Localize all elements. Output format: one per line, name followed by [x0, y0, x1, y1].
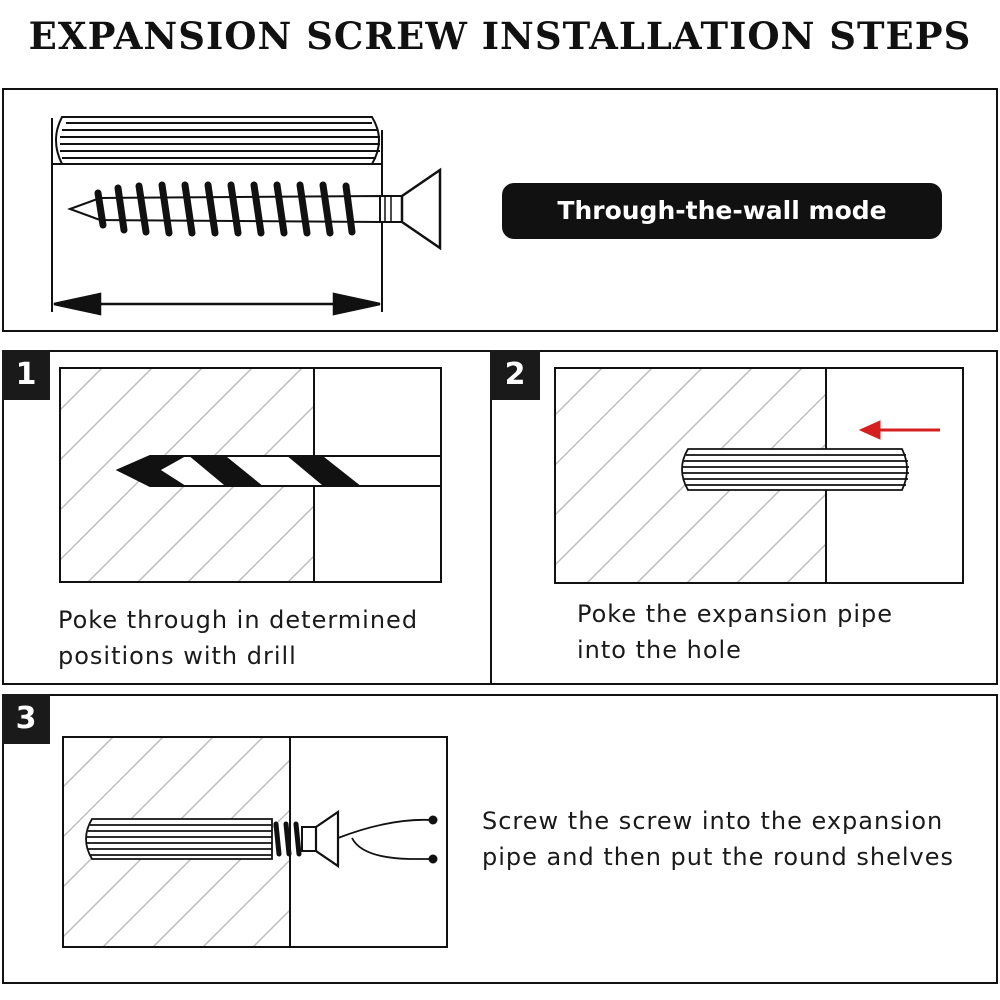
step-3-panel	[2, 694, 998, 984]
expansion-pipe-step-2	[681, 448, 909, 491]
mode-label: Through-the-wall mode	[502, 183, 942, 239]
expansion-pipe-step-3	[85, 818, 273, 860]
step-2-caption-line-1: Poke the expansion pipe	[577, 600, 894, 628]
expansion-pipe-top	[55, 116, 380, 165]
drill-bit	[115, 455, 442, 487]
insert-direction-arrow	[858, 420, 940, 440]
step-3-caption-line-1: Screw the screw into the expansion	[482, 807, 944, 835]
step-1-panel	[2, 350, 492, 685]
step-1-caption-line-2: positions with drill	[58, 642, 297, 670]
step-2-caption-line-2: into the hole	[577, 636, 742, 664]
step-1-caption: Poke through in determined positions wit…	[58, 602, 418, 674]
step-2-panel	[490, 350, 998, 685]
step-3-badge: 3	[2, 694, 50, 744]
screw-illustration	[67, 167, 442, 251]
step-1-caption-line-1: Poke through in determined	[58, 606, 419, 634]
step-3-caption: Screw the screw into the expansion pipe …	[482, 803, 954, 875]
step-3-caption-line-2: pipe and then put the round shelves	[482, 843, 954, 871]
screw-head-step-3	[273, 809, 438, 869]
step-2-badge: 2	[490, 350, 540, 400]
dimension-arrow	[53, 292, 381, 316]
step-1-badge: 1	[2, 350, 50, 400]
page-title: EXPANSION SCREW INSTALLATION STEPS	[28, 14, 972, 58]
step-2-caption: Poke the expansion pipe into the hole	[577, 596, 893, 668]
